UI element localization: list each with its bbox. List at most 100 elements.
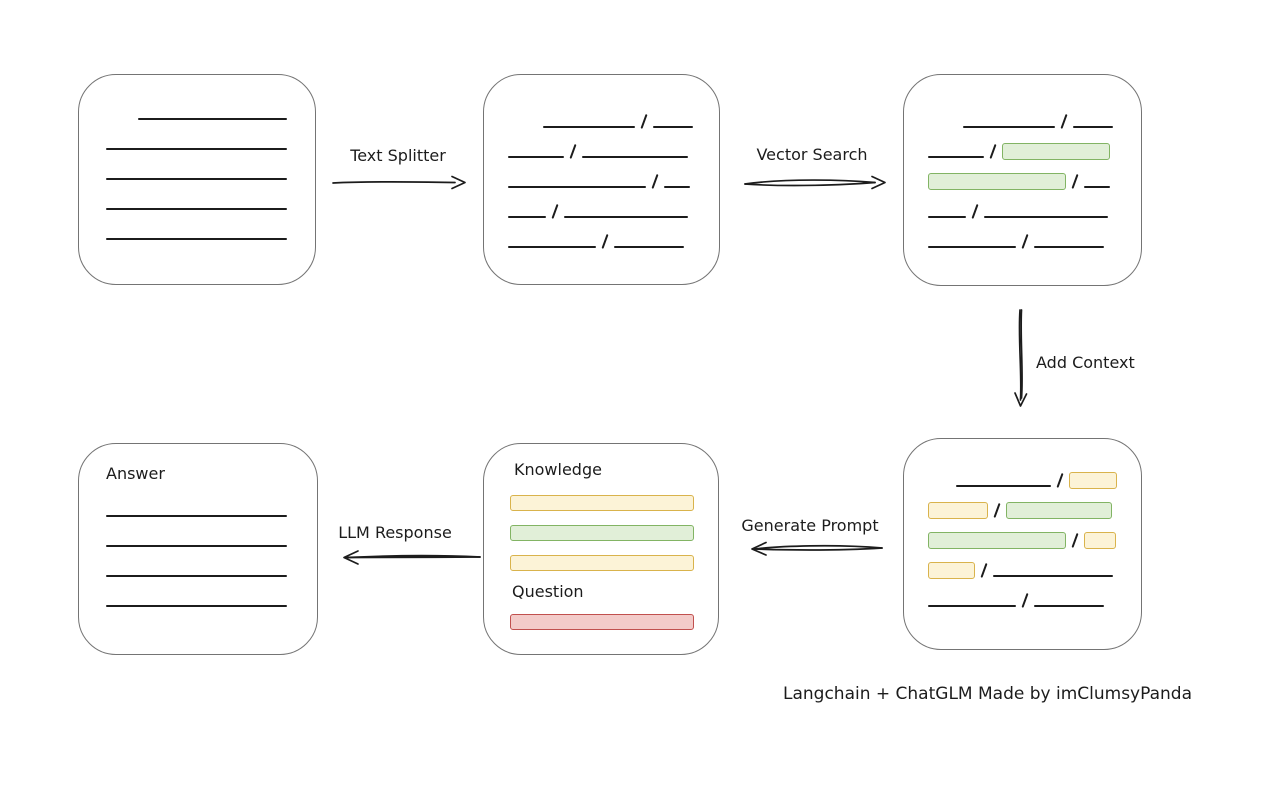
yellow-highlight-chip: [928, 562, 975, 579]
prompt-box: Knowledge Question: [483, 443, 719, 655]
text-line: [543, 126, 635, 128]
generate-prompt-label: Generate Prompt: [741, 516, 879, 535]
separator-slash: [1021, 593, 1029, 608]
text-line: [963, 126, 1055, 128]
separator-slash: [651, 174, 659, 189]
answer-box: Answer: [78, 443, 318, 655]
knowledge-label: Knowledge: [514, 460, 602, 479]
text-line: [508, 216, 546, 218]
knowledge-bars: [510, 495, 694, 571]
separator-slash: [569, 144, 577, 159]
text-row: [928, 472, 1129, 489]
text-row: [106, 135, 303, 152]
separator-slash: [989, 144, 997, 159]
text-row: [508, 233, 707, 250]
text-line: [106, 575, 287, 577]
text-line: [928, 216, 966, 218]
yellow-highlight-chip: [1084, 532, 1117, 549]
text-row: [928, 592, 1129, 609]
text-row: [928, 203, 1129, 220]
generate-prompt-arrow-icon: [751, 541, 883, 556]
text-row: [106, 562, 305, 579]
text-row: [928, 532, 1129, 549]
text-line: [1073, 126, 1114, 128]
separator-slash: [601, 234, 609, 249]
text-row: [928, 562, 1129, 579]
separator-slash: [1071, 533, 1079, 548]
text-row: [508, 173, 707, 190]
text-line: [928, 246, 1016, 248]
yellow-highlight-chip: [928, 502, 988, 519]
text-line: [1084, 186, 1111, 188]
text-line: [956, 485, 1051, 487]
red-highlight-bar: [510, 614, 694, 630]
text-line: [106, 178, 287, 180]
add-context-label: Add Context: [1036, 353, 1135, 372]
text-line: [1034, 605, 1105, 607]
green-highlight-bar: [510, 525, 694, 541]
text-row: [106, 105, 303, 122]
separator-slash: [971, 204, 979, 219]
text-line: [106, 238, 287, 240]
text-line: [582, 156, 689, 158]
vector-result-lines: [928, 75, 1129, 250]
context-box: [903, 438, 1142, 650]
text-line: [664, 186, 691, 188]
text-line: [1034, 246, 1105, 248]
text-line: [106, 545, 287, 547]
question-bar: [510, 614, 694, 630]
text-line: [614, 246, 685, 248]
indent-gap: [508, 121, 543, 122]
separator-slash: [1071, 174, 1079, 189]
answer-label: Answer: [106, 464, 165, 483]
separator-slash: [551, 204, 559, 219]
context-lines: [928, 439, 1129, 609]
text-line: [928, 605, 1016, 607]
text-line: [653, 126, 694, 128]
vector-search-result-box: [903, 74, 1142, 286]
caption-text: Langchain + ChatGLM Made by imClumsyPand…: [783, 684, 1192, 704]
split-text-box: [483, 74, 720, 285]
text-row: [928, 173, 1129, 190]
text-line: [928, 156, 984, 158]
document-text-lines: [106, 75, 303, 242]
yellow-highlight-bar: [510, 555, 694, 571]
text-row: [508, 143, 707, 160]
text-line: [508, 246, 596, 248]
indent-gap: [106, 113, 138, 114]
yellow-highlight-chip: [1069, 472, 1118, 489]
separator-slash: [1021, 234, 1029, 249]
yellow-highlight-bar: [510, 495, 694, 511]
text-splitter-label: Text Splitter: [350, 146, 446, 165]
text-row: [928, 233, 1129, 250]
text-line: [508, 186, 646, 188]
text-row: [106, 592, 305, 609]
indent-gap: [928, 480, 956, 481]
text-row: [928, 502, 1129, 519]
text-row: [106, 195, 303, 212]
llm-response-label: LLM Response: [338, 523, 452, 542]
text-line: [106, 605, 287, 607]
split-text-lines: [508, 75, 707, 250]
text-line: [106, 208, 287, 210]
add-context-arrow-icon: [1014, 309, 1028, 407]
green-highlight-chip: [1002, 143, 1111, 160]
text-line: [138, 118, 287, 120]
question-label: Question: [512, 582, 584, 601]
text-row: [508, 113, 707, 130]
text-row: [106, 225, 303, 242]
green-highlight-chip: [1006, 502, 1113, 519]
indent-gap: [928, 121, 963, 122]
text-row: [928, 113, 1129, 130]
text-splitter-arrow-icon: [332, 175, 466, 190]
text-line: [984, 216, 1109, 218]
separator-slash: [1056, 473, 1064, 488]
text-row: [106, 502, 305, 519]
separator-slash: [640, 114, 648, 129]
green-highlight-chip: [928, 173, 1066, 190]
text-line: [564, 216, 689, 218]
llm-response-arrow-icon: [343, 550, 481, 565]
vector-search-label: Vector Search: [756, 145, 868, 164]
text-line: [106, 148, 287, 150]
